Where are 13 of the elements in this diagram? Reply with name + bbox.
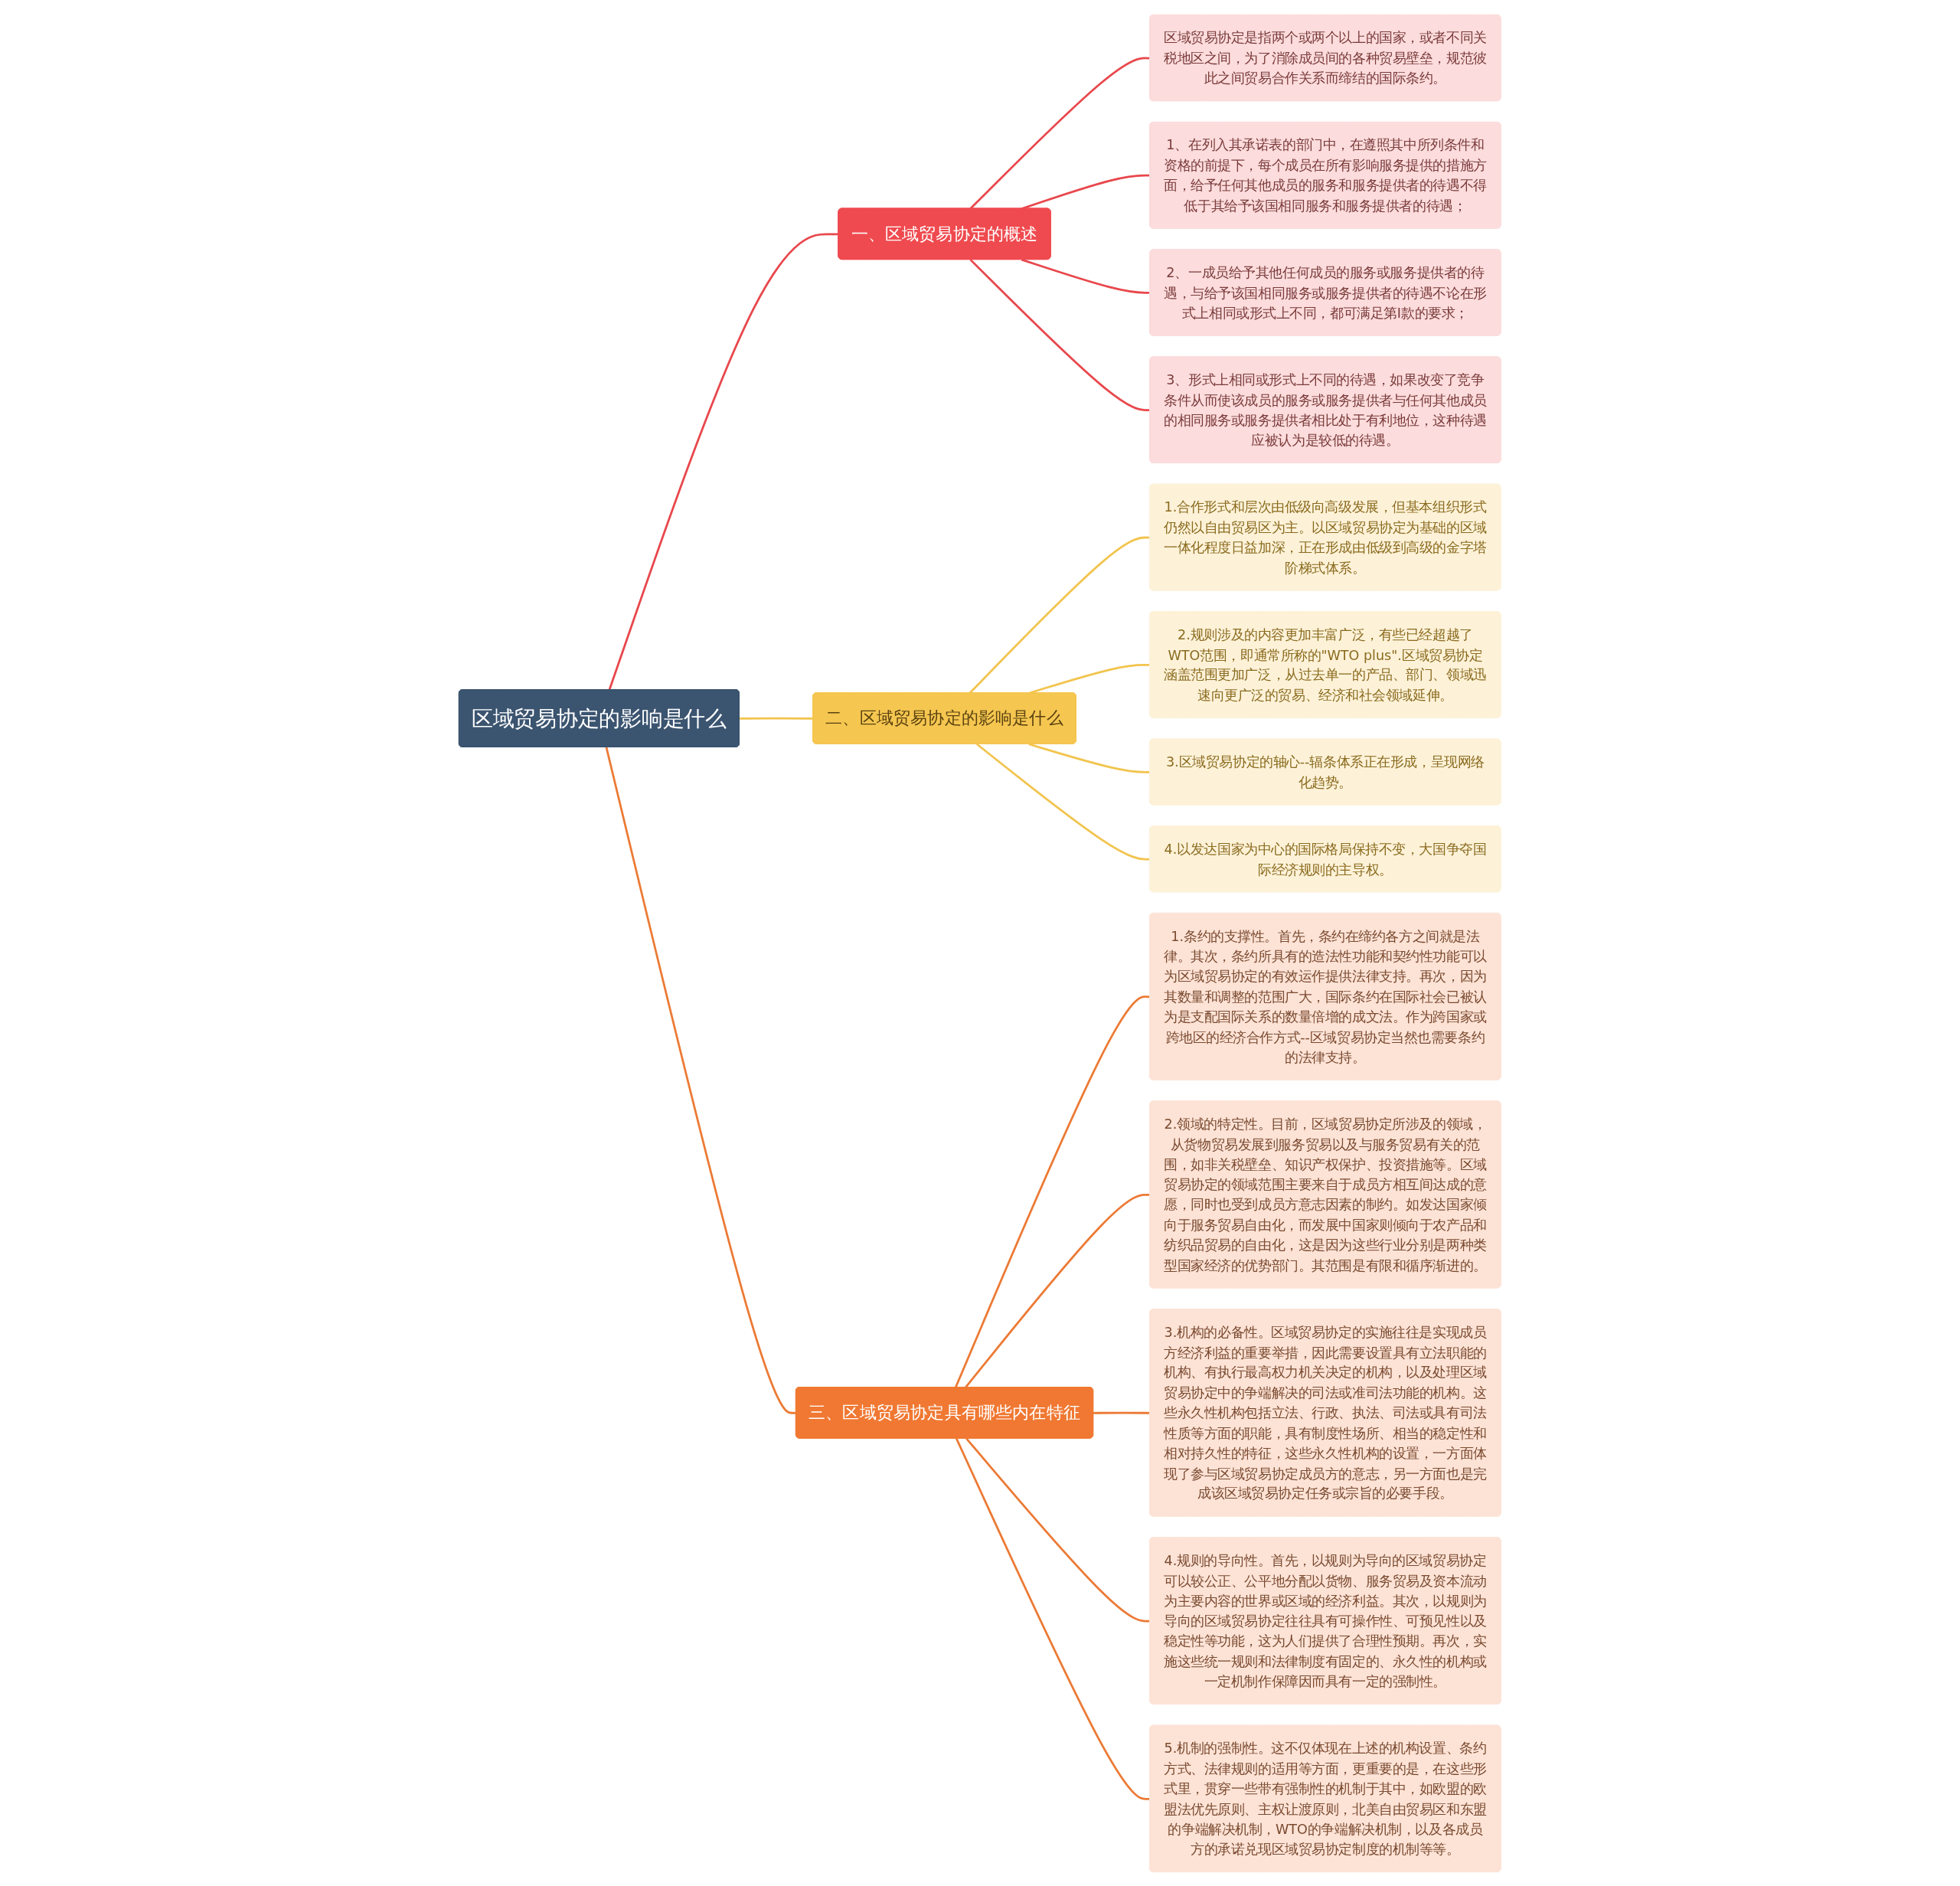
connector xyxy=(976,743,1151,861)
connector xyxy=(1021,258,1151,294)
connector xyxy=(1093,1411,1151,1414)
connector xyxy=(969,258,1151,411)
connector xyxy=(740,717,814,720)
connector xyxy=(965,1437,1151,1622)
connector xyxy=(965,1193,1151,1388)
connector xyxy=(608,232,839,690)
connector xyxy=(955,995,1151,1388)
connector xyxy=(605,747,797,1414)
connector xyxy=(1028,742,1151,773)
connector xyxy=(956,1437,1151,1800)
connector xyxy=(969,536,1151,694)
